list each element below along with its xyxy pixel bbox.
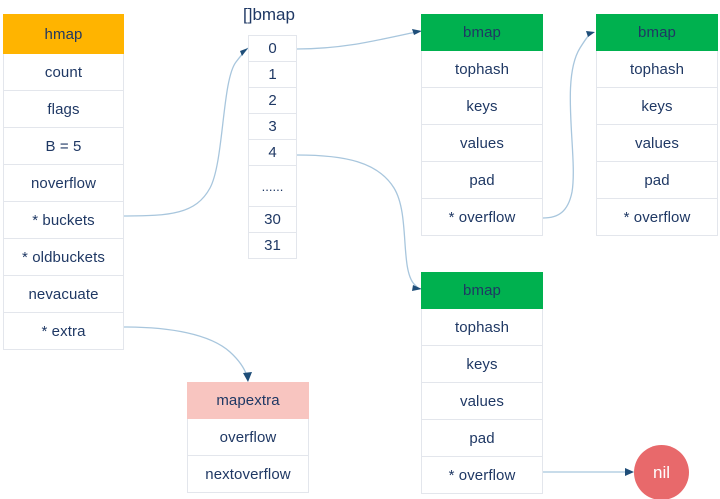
hmap-field-nevacuate: nevacuate: [3, 276, 124, 313]
hmap-struct: hmap count flags B = 5 noverflow * bucke…: [3, 14, 124, 350]
hmap-header: hmap: [3, 14, 124, 54]
link-array0-to-bmap1: [296, 31, 417, 50]
link-array4-to-bmap3: [296, 154, 419, 289]
mapextra-field-overflow: overflow: [187, 419, 309, 456]
bmap-3-field-pad: pad: [421, 420, 543, 457]
bmap-3-field-values: values: [421, 383, 543, 420]
bucket-cell-31: 31: [248, 233, 297, 259]
nil-node: nil: [634, 445, 689, 499]
bmap-struct-3: bmap tophash keys values pad * overflow: [421, 272, 543, 494]
hmap-field-noverflow: noverflow: [3, 165, 124, 202]
hmap-field-oldbuckets: * oldbuckets: [3, 239, 124, 276]
bmap-2-field-keys: keys: [596, 88, 718, 125]
bmap-3-field-tophash: tophash: [421, 309, 543, 346]
link-buckets-to-array: [123, 47, 249, 217]
link-extra-to-mapextra: [123, 326, 248, 377]
bmap-1-field-pad: pad: [421, 162, 543, 199]
arrowhead-buckets-to-array: [240, 48, 248, 56]
bmap-2-field-tophash: tophash: [596, 51, 718, 88]
bmap-1-field-keys: keys: [421, 88, 543, 125]
arrowhead-bmap3-to-nil: [625, 468, 634, 476]
hmap-field-flags: flags: [3, 91, 124, 128]
mapextra-field-nextoverflow: nextoverflow: [187, 456, 309, 493]
hmap-field-count: count: [3, 54, 124, 91]
hmap-field-buckets: * buckets: [3, 202, 124, 239]
nil-node-label: nil: [652, 462, 670, 482]
bmap-struct-1: bmap tophash keys values pad * overflow: [421, 14, 543, 236]
bmap-1-field-overflow: * overflow: [421, 199, 543, 236]
arrowhead-extra-to-mapextra: [243, 372, 252, 382]
hmap-field-extra: * extra: [3, 313, 124, 350]
bmap-3-field-overflow: * overflow: [421, 457, 543, 494]
bucket-cell-ellipsis: ......: [248, 166, 297, 207]
bmap-2-field-pad: pad: [596, 162, 718, 199]
arrowhead-bmap1-to-bmap2: [586, 31, 595, 37]
bmap-3-header: bmap: [421, 272, 543, 309]
bmap-3-field-keys: keys: [421, 346, 543, 383]
hmap-field-b: B = 5: [3, 128, 124, 165]
bucket-cell-30: 30: [248, 207, 297, 233]
bucket-array: 0 1 2 3 4 ...... 30 31: [248, 35, 297, 259]
bmap-struct-2: bmap tophash keys values pad * overflow: [596, 14, 718, 236]
bucket-cell-3: 3: [248, 114, 297, 140]
bucket-cell-2: 2: [248, 88, 297, 114]
bmap-1-field-tophash: tophash: [421, 51, 543, 88]
bucket-cell-0: 0: [248, 35, 297, 62]
bucket-cell-1: 1: [248, 62, 297, 88]
bmap-2-field-overflow: * overflow: [596, 199, 718, 236]
mapextra-struct: mapextra overflow nextoverflow: [187, 382, 309, 493]
bucket-cell-4: 4: [248, 140, 297, 166]
bmap-2-header: bmap: [596, 14, 718, 51]
link-bmap1-overflow-to-bmap2: [542, 33, 591, 219]
bmap-2-field-values: values: [596, 125, 718, 162]
bmap-1-header: bmap: [421, 14, 543, 51]
mapextra-header: mapextra: [187, 382, 309, 419]
bucket-array-caption: []bmap: [243, 5, 295, 24]
bmap-1-field-values: values: [421, 125, 543, 162]
